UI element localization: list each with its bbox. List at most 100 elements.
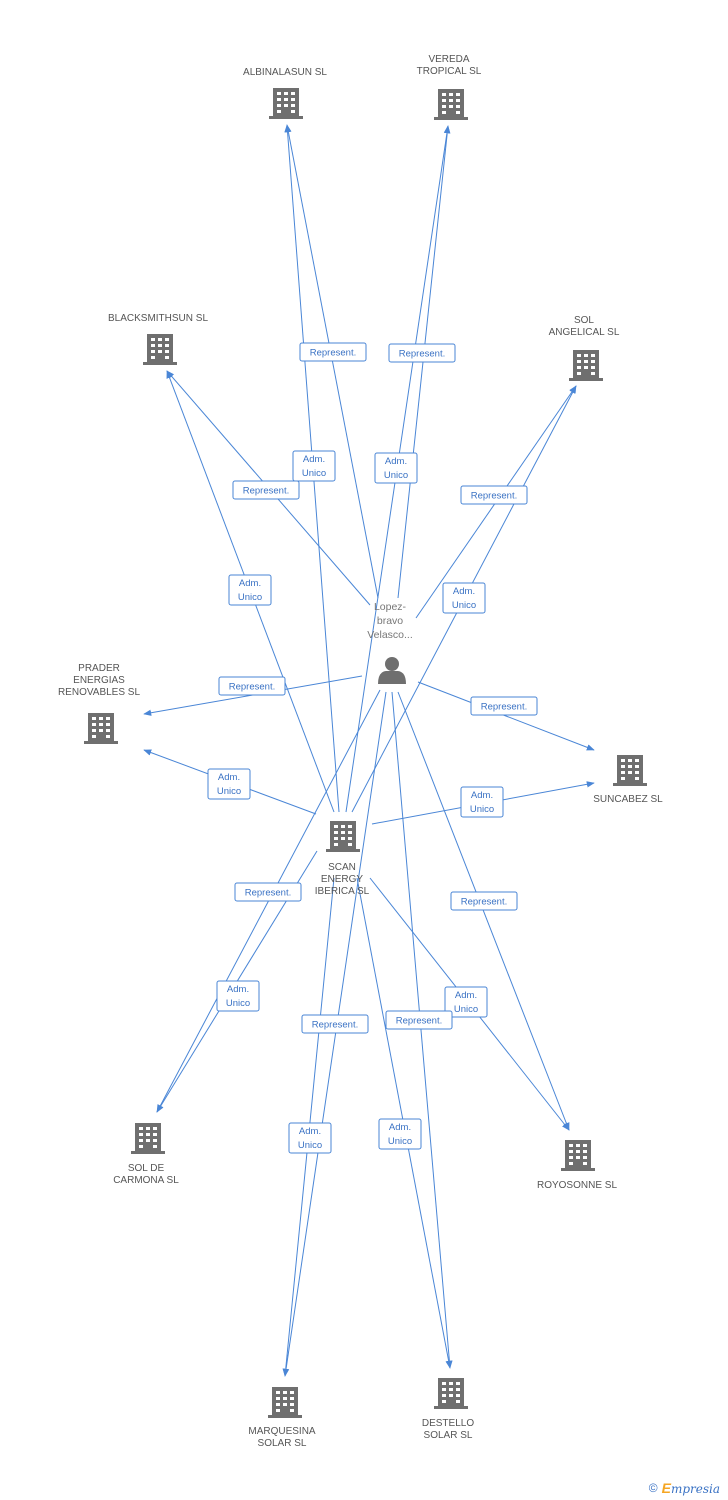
edge-label-text: Adm. xyxy=(453,586,475,597)
node-label: BLACKSMITHSUN SL xyxy=(108,313,208,324)
node-label: ENERGY xyxy=(321,874,364,885)
node-label: SUNCABEZ SL xyxy=(593,794,663,805)
edge-label-hub-albinalasun[interactable]: Adm. Unico xyxy=(292,450,336,482)
edge-label-person-suncabez[interactable]: Represent. xyxy=(470,696,538,716)
edge-label-text: Adm. xyxy=(389,1122,411,1133)
building-icon xyxy=(269,88,303,119)
edge-label-person-sol_carmona[interactable]: Represent. xyxy=(234,882,302,902)
edge-label-box xyxy=(470,696,538,716)
node-label: MARQUESINA xyxy=(248,1426,316,1437)
building-icon xyxy=(131,1123,165,1154)
edge-label-text: Represent. xyxy=(471,491,517,502)
building-icon xyxy=(143,334,177,365)
edge-line-person-suncabez xyxy=(417,681,595,751)
edge-label-person-royosonne[interactable]: Represent. xyxy=(450,891,518,911)
edge-label-text: Unico xyxy=(238,592,262,603)
edge-label-box xyxy=(218,676,286,696)
edge-label-text: Represent. xyxy=(461,897,507,908)
edge-label-hub-sol_angelical[interactable]: Adm.Unico xyxy=(442,582,486,614)
edge-label-text: Represent. xyxy=(399,349,445,360)
edge-label-text: Adm. xyxy=(227,984,249,995)
edge-label-person-albinalasun[interactable]: Represent. xyxy=(299,342,367,362)
building-icon xyxy=(434,89,468,120)
building-icon xyxy=(84,713,118,744)
copyright-symbol: © xyxy=(648,1481,658,1495)
edge-label-text: Adm. xyxy=(218,772,240,783)
person-icon xyxy=(378,657,406,684)
edge-label-person-blacksmithsun[interactable]: Represent. xyxy=(232,480,300,500)
node-label: ROYOSONNE SL xyxy=(537,1180,617,1191)
edge-line-person-marquesina xyxy=(282,691,387,1377)
edge-label-person-destello[interactable]: Represent. xyxy=(385,1010,453,1030)
edge-label-box xyxy=(450,891,518,911)
edge-label-text: Adm. xyxy=(299,1126,321,1137)
edge-label-box xyxy=(442,582,486,614)
edge-label-hub-blacksmithsun[interactable]: Adm. Unico xyxy=(228,574,272,606)
edge-label-text: Represent. xyxy=(243,486,289,497)
edge-label-text: Adm. xyxy=(471,790,493,801)
node-blacksmithsun[interactable]: BLACKSMITHSUN SL xyxy=(108,313,208,365)
node-royosonne[interactable]: ROYOSONNE SL xyxy=(537,1140,617,1191)
node-label: DESTELLO xyxy=(422,1418,474,1429)
building-icon xyxy=(326,821,360,852)
edge-label-hub-vereda[interactable]: Adm. Unico xyxy=(374,452,418,484)
edge-label-text: Adm. xyxy=(239,578,261,589)
edge-label-text: Unico xyxy=(470,804,494,815)
edge-label-text: Adm. xyxy=(455,990,477,1001)
edge-line-person-destello xyxy=(391,691,453,1369)
edge-label-text: Unico xyxy=(298,1140,322,1151)
edge-label-box xyxy=(288,1122,332,1154)
edge-label-text: Unico xyxy=(384,470,408,481)
node-label: Lopez- xyxy=(374,601,407,613)
footer-brand[interactable]: © Empresia xyxy=(649,1480,720,1496)
edge-label-person-vereda[interactable]: Represent. xyxy=(388,343,456,363)
edge-label-box xyxy=(444,986,488,1018)
edge-label-person-sol_angelical[interactable]: Represent. xyxy=(460,485,528,505)
edge-label-box xyxy=(299,342,367,362)
edge-label-box xyxy=(228,574,272,606)
edge-label-box xyxy=(232,480,300,500)
edge-label-person-marquesina[interactable]: Represent. xyxy=(301,1014,369,1034)
node-person[interactable]: Lopez-bravoVelasco... xyxy=(367,601,413,684)
edge-label-hub-marquesina[interactable]: Adm. Unico xyxy=(288,1122,332,1154)
edge-label-text: Unico xyxy=(226,998,250,1009)
edge-label-text: Adm. xyxy=(303,454,325,465)
edge-label-text: Unico xyxy=(302,468,326,479)
edge-label-hub-destello[interactable]: Adm.Unico xyxy=(378,1118,422,1150)
edge-label-text: Adm. xyxy=(385,456,407,467)
node-label: CARMONA SL xyxy=(113,1175,179,1186)
edge-label-hub-suncabez[interactable]: Adm. Unico xyxy=(460,786,504,818)
edge-label-text: Unico xyxy=(217,786,241,797)
node-label: ENERGIAS xyxy=(73,675,125,686)
node-suncabez[interactable]: SUNCABEZ SL xyxy=(593,755,663,805)
edges-layer xyxy=(143,124,595,1377)
node-label: PRADER xyxy=(78,663,120,674)
edge-label-hub-prader[interactable]: Adm. Unico xyxy=(207,768,251,800)
node-label: IBERICA SL xyxy=(315,886,370,897)
node-albinalasun[interactable]: ALBINALASUN SL xyxy=(243,67,327,119)
edge-label-text: Represent. xyxy=(312,1020,358,1031)
edge-label-person-prader[interactable]: Represent. xyxy=(218,676,286,696)
edge-label-box xyxy=(292,450,336,482)
node-label: TROPICAL SL xyxy=(417,66,482,77)
building-icon xyxy=(561,1140,595,1171)
edge-label-hub-royosonne[interactable]: Adm.Unico xyxy=(444,986,488,1018)
node-label: SOL xyxy=(574,315,594,326)
edge-label-hub-sol_carmona[interactable]: Adm. Unico xyxy=(216,980,260,1012)
node-label: SOLAR SL xyxy=(258,1438,307,1449)
edge-label-box xyxy=(234,882,302,902)
building-icon xyxy=(434,1378,468,1409)
edge-label-text: Represent. xyxy=(245,888,291,899)
node-label: SOLAR SL xyxy=(424,1430,473,1441)
edge-labels-layer: Represent.Adm.UnicoRepresent.Adm.UnicoRe… xyxy=(207,342,538,1154)
building-icon xyxy=(569,350,603,381)
